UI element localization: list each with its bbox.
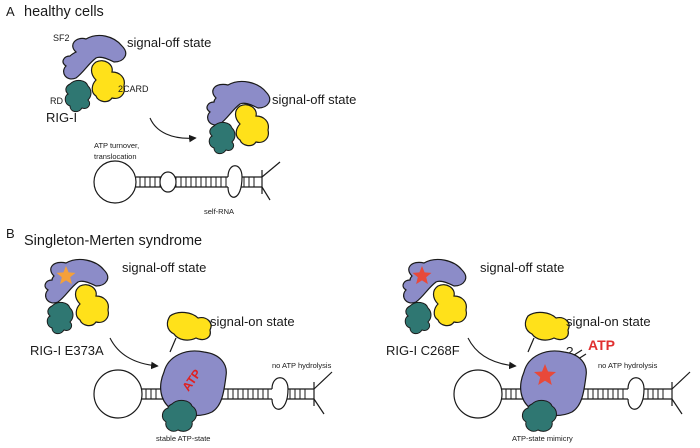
- rd-domain: [208, 121, 236, 155]
- signal-on-label-2: signal-on state: [566, 314, 651, 329]
- sf2-domain: [520, 350, 587, 417]
- sf2-label: SF2: [53, 33, 70, 43]
- signal-off-label-3: signal-off state: [122, 260, 206, 275]
- dsrna-right: [453, 369, 691, 419]
- 2card-domain: [234, 104, 269, 147]
- panel-b-letter: B: [6, 226, 15, 241]
- atp-state-mimicry-label: ATP-state mimicry: [512, 434, 573, 443]
- dsrna-left: [93, 369, 333, 419]
- rd-domain: [404, 301, 432, 335]
- arrow-a: [149, 117, 197, 143]
- rig-i-c268f-monomer: [402, 258, 467, 335]
- atp-turnover-label: ATP turnover,: [94, 141, 139, 150]
- 2card-domain: [74, 284, 109, 327]
- rd-label: RD: [50, 96, 63, 106]
- card-linker-right: [527, 337, 535, 353]
- mutation-star-icon: [534, 364, 556, 385]
- rd-domain: [46, 301, 74, 335]
- mutation-star-icon: [56, 266, 76, 285]
- sf2-domain: [44, 258, 109, 304]
- panel-a-title: healthy cells: [24, 4, 104, 20]
- self-rna-label: self-RNA: [204, 207, 234, 216]
- rig-i-label: RIG-I: [46, 110, 77, 125]
- sf2-domain: [160, 350, 227, 417]
- sf2-domain: [402, 258, 467, 304]
- sf2-domain: [206, 80, 271, 126]
- self-rna-hairpin: [93, 160, 281, 204]
- mutation-star-icon: [412, 266, 432, 285]
- rig-i-bound-e373a: ATP: [160, 350, 227, 432]
- 2card-domain: [432, 284, 467, 327]
- signal-off-label-4: signal-off state: [480, 260, 564, 275]
- rig-i-monomer-a: [62, 34, 127, 113]
- atp-free-label: ATP: [588, 337, 615, 353]
- c268f-label: RIG-I C268F: [386, 343, 460, 358]
- rig-i-bound-c268f: [520, 350, 587, 432]
- card-linker-left: [169, 337, 177, 353]
- rig-i-translocating: [206, 80, 271, 155]
- 2card-label: 2CARD: [118, 84, 149, 94]
- 2card-domain: [90, 60, 125, 103]
- stable-atp-state-label: stable ATP-state: [156, 434, 210, 443]
- rd-domain: [521, 399, 557, 432]
- sf2-domain: [62, 34, 127, 80]
- signal-off-label-1: signal-off state: [127, 35, 211, 50]
- rd-domain: [64, 79, 92, 113]
- no-atp-hydrolysis-label-2: no ATP hydrolysis: [598, 361, 658, 370]
- question-mark: ?: [566, 344, 573, 359]
- arrow-b-right: [467, 337, 517, 370]
- signal-off-label-2: signal-off state: [272, 92, 356, 107]
- panel-a-letter: A: [6, 4, 15, 19]
- released-2card-left: [166, 311, 212, 341]
- translocation-label: translocation: [94, 152, 137, 161]
- signal-on-label-1: signal-on state: [210, 314, 295, 329]
- rd-domain: [161, 399, 197, 432]
- e373a-label: RIG-I E373A: [30, 343, 104, 358]
- rig-i-e373a-monomer: [44, 258, 109, 335]
- released-2card-right: [524, 311, 570, 341]
- arrow-b-left: [109, 337, 159, 370]
- no-atp-hydrolysis-label-1: no ATP hydrolysis: [272, 361, 332, 370]
- panel-b-title: Singleton-Merten syndrome: [24, 233, 202, 249]
